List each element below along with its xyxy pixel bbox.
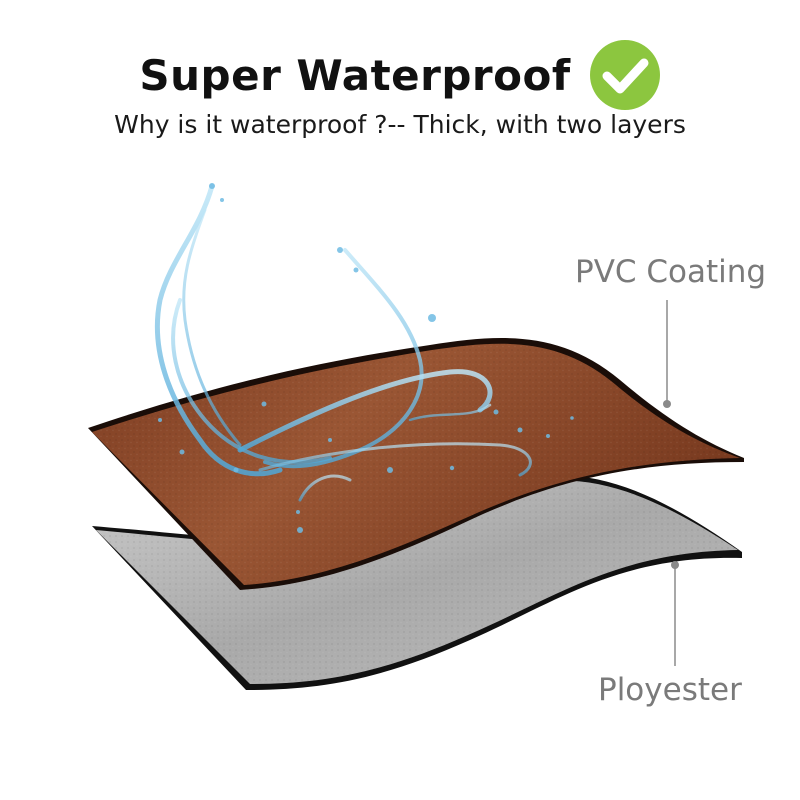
pvc-coating-layer (88, 338, 744, 590)
page-title: Super Waterproof (139, 50, 571, 100)
polyester-label: Ployester (598, 672, 742, 708)
water-droplets (158, 183, 574, 533)
page-subtitle: Why is it waterproof ?-- Thick, with two… (114, 110, 686, 139)
pvc-leader-line (663, 300, 671, 408)
checkmark-circle-icon (589, 40, 660, 110)
polyester-leader-line (671, 561, 679, 666)
title-row: Super Waterproof (0, 40, 800, 110)
polyester-layer (92, 475, 742, 690)
pvc-coating-label: PVC Coating (575, 254, 767, 290)
water-splash-icon (154, 183, 532, 502)
